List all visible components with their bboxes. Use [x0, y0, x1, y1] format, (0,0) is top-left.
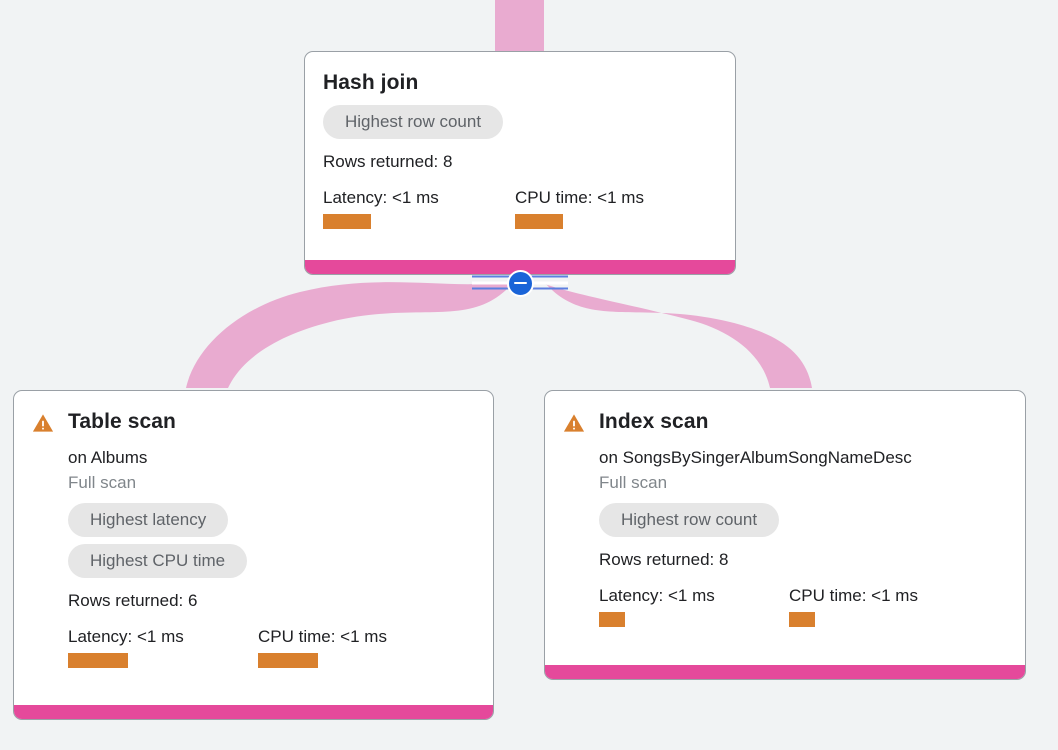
metric-latency-label: Latency: <1 ms: [323, 188, 439, 207]
metric-cpu-time: CPU time: <1 ms: [515, 187, 644, 229]
chip-list: Highest latency Highest CPU time: [68, 503, 475, 585]
rows-returned: Rows returned: 8: [323, 152, 453, 171]
rows-returned: Rows returned: 8: [599, 550, 729, 569]
metric-cpu-time: CPU time: <1 ms: [258, 626, 387, 668]
metrics-row: Latency: <1 ms CPU time: <1 ms: [323, 187, 717, 229]
node-title: Hash join: [323, 71, 419, 94]
metric-latency-bar: [599, 612, 625, 627]
metrics-row: Latency: <1 ms CPU time: <1 ms: [599, 585, 1007, 627]
card-detail: on SongsBySingerAlbumSongNameDesc Full s…: [563, 446, 1007, 627]
node-subtitle: on Albums: [68, 448, 148, 467]
metrics-row: Latency: <1 ms CPU time: <1 ms: [68, 626, 475, 668]
node-scan-type: Full scan: [599, 473, 668, 492]
metric-cpu-time-label: CPU time: <1 ms: [789, 586, 918, 605]
metric-cpu-time-label: CPU time: <1 ms: [258, 627, 387, 646]
card-header: Index scan: [563, 409, 1007, 435]
card-header: Table scan: [32, 409, 475, 435]
chip-list: Highest row count: [323, 105, 717, 146]
metric-latency-label: Latency: <1 ms: [599, 586, 715, 605]
chip-highest-cpu-time: Highest CPU time: [68, 544, 248, 578]
chip-row: Highest CPU time: [68, 544, 475, 585]
metric-cpu-time: CPU time: <1 ms: [789, 585, 918, 627]
card-accent-bar: [545, 665, 1025, 679]
warning-triangle-icon: [563, 414, 585, 432]
edge-parent-to-hash-join: [495, 0, 544, 53]
metric-latency: Latency: <1 ms: [68, 626, 258, 668]
chip-row: Highest latency: [68, 503, 475, 544]
rows-returned: Rows returned: 6: [68, 591, 198, 610]
metric-latency: Latency: <1 ms: [323, 187, 515, 229]
node-title: Table scan: [68, 410, 176, 433]
metric-latency-bar: [323, 214, 371, 229]
node-title: Index scan: [599, 410, 709, 433]
card-body: Hash join Highest row count Rows returne…: [305, 52, 735, 243]
card-header-text: Table scan: [68, 409, 475, 435]
chip-highest-row-count: Highest row count: [599, 503, 780, 537]
card-body: Index scan on SongsBySingerAlbumSongName…: [545, 391, 1025, 641]
card-detail: on Albums Full scan Highest latency High…: [32, 446, 475, 668]
chip-highest-latency: Highest latency: [68, 503, 229, 537]
chip-row: Highest row count: [323, 105, 717, 146]
card-header-text: Index scan: [599, 409, 1007, 435]
chip-row: Highest row count: [599, 503, 1007, 544]
metric-latency: Latency: <1 ms: [599, 585, 789, 627]
node-card-hash-join[interactable]: Hash join Highest row count Rows returne…: [304, 51, 736, 275]
node-card-table-scan[interactable]: Table scan on Albums Full scan Highest l…: [13, 390, 494, 720]
chip-list: Highest row count: [599, 503, 1007, 544]
node-card-index-scan[interactable]: Index scan on SongsBySingerAlbumSongName…: [544, 390, 1026, 680]
card-header: Hash join: [323, 70, 717, 96]
card-header-text: Hash join: [323, 70, 717, 96]
node-subtitle: on SongsBySingerAlbumSongNameDesc: [599, 448, 912, 467]
minus-icon[interactable]: [506, 269, 534, 297]
card-accent-bar: [14, 705, 493, 719]
card-body: Table scan on Albums Full scan Highest l…: [14, 391, 493, 682]
metric-cpu-time-bar: [515, 214, 563, 229]
edge-hash-join-to-table-scan: [186, 282, 512, 388]
metric-latency-bar: [68, 653, 128, 668]
metric-cpu-time-label: CPU time: <1 ms: [515, 188, 644, 207]
metric-latency-label: Latency: <1 ms: [68, 627, 184, 646]
collapse-children-toggle[interactable]: [472, 268, 568, 298]
node-scan-type: Full scan: [68, 473, 137, 492]
edge-hash-join-to-index-scan: [538, 282, 812, 388]
card-accent-bar: [305, 260, 735, 274]
warning-triangle-icon: [32, 414, 54, 432]
metric-cpu-time-bar: [789, 612, 815, 627]
metric-cpu-time-bar: [258, 653, 318, 668]
chip-highest-row-count: Highest row count: [323, 105, 504, 139]
